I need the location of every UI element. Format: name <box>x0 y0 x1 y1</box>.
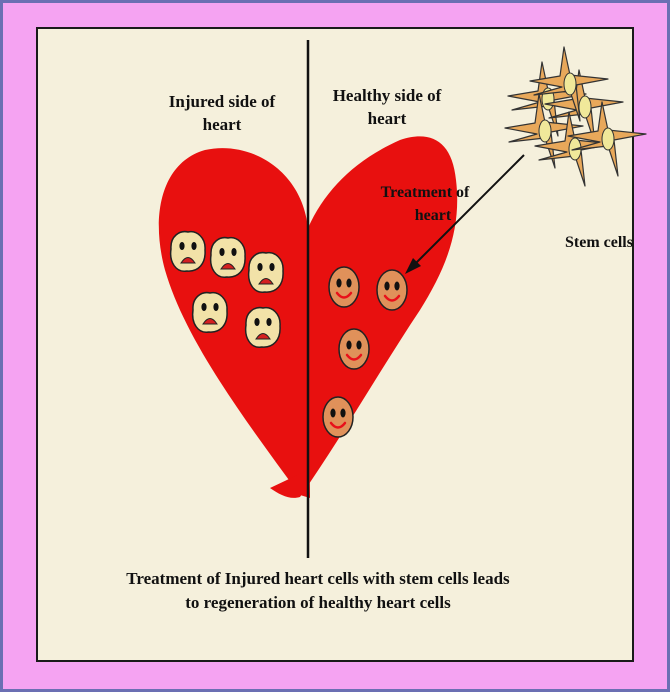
injured-cell <box>246 308 280 348</box>
healthy-side-label-2: heart <box>368 109 407 128</box>
injured-cell <box>171 232 205 272</box>
injured-side-label: Injured side of <box>169 92 276 111</box>
injured-side-label-2: heart <box>203 115 242 134</box>
injured-cell <box>249 253 283 293</box>
injured-cell <box>211 238 245 278</box>
healthy-cell <box>329 267 359 307</box>
healthy-cell <box>339 329 369 369</box>
caption-line-2: to regeneration of healthy heart cells <box>185 593 451 612</box>
injured-cell <box>193 293 227 333</box>
treatment-label: Treatment of <box>381 184 470 201</box>
healthy-cell <box>377 270 407 310</box>
stem-cells-label: Stem cells <box>565 234 633 251</box>
healthy-cell <box>323 397 353 437</box>
injured-heart-half <box>159 148 310 498</box>
stem-cell-cluster <box>505 47 646 186</box>
caption-line-1: Treatment of Injured heart cells with st… <box>126 569 510 588</box>
healthy-side-label: Healthy side of <box>333 86 442 105</box>
treatment-label-2: heart <box>415 207 452 224</box>
